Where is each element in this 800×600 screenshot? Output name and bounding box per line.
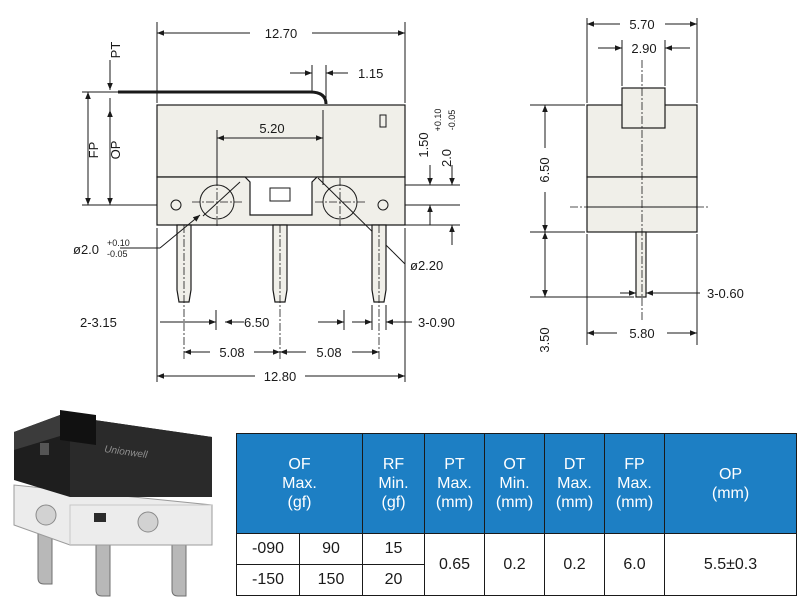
cell-of: 90 — [298, 533, 364, 565]
product-photo: Unionwell — [13, 410, 213, 597]
side-button — [621, 87, 666, 129]
switch-body-upper — [156, 104, 406, 178]
small-hole-right — [377, 199, 389, 211]
side-view: 5.70 2.90 6.50 3.50 3-0.60 5.80 — [530, 17, 744, 353]
side-dim-button-width: 2.90 — [631, 41, 656, 56]
dim-pin-pitch: 2-3.15 — [80, 315, 117, 330]
table-row: -090 90 15 0.65 0.2 0.2 6.0 5.5±0.3 — [236, 533, 798, 596]
dim-pt: PT — [108, 42, 123, 59]
cell-ot: 0.2 — [484, 533, 546, 596]
dim-fp: FP — [86, 142, 101, 159]
table-row: -150 150 20 — [236, 564, 797, 596]
header-fp: FP Max. (mm) — [604, 433, 666, 534]
lever-arm — [118, 90, 328, 105]
header-dt: DT Max. (mm) — [544, 433, 606, 534]
cell-of: 150 — [298, 564, 364, 596]
dim-width-bottom: 12.80 — [264, 369, 297, 384]
header-rf: RF Min. (gf) — [362, 433, 426, 534]
cell-op: 5.5±0.3 — [664, 533, 798, 596]
dim-pin-spacing-right: 5.08 — [316, 345, 341, 360]
actuator-button — [269, 187, 291, 202]
cell-rf: 15 — [362, 533, 426, 565]
side-dim-pin-thickness: 3-0.60 — [707, 286, 744, 301]
cell-model: -150 — [236, 564, 300, 596]
side-dim-width-bottom: 5.80 — [629, 326, 654, 341]
side-slot — [379, 114, 387, 128]
small-hole-left — [170, 199, 182, 211]
header-pt: PT Max. (mm) — [424, 433, 486, 534]
dim-pin-width: 3-0.90 — [418, 315, 455, 330]
dim-lever-offset: 1.15 — [358, 66, 383, 81]
side-dim-pin-length: 3.50 — [537, 327, 552, 352]
spec-table: OF Max. (gf) RF Min. (gf) PT Max. (mm) O… — [235, 433, 798, 596]
dim-width-top: 12.70 — [265, 26, 298, 41]
front-view: 12.70 1.15 PT FP OP 5.20 1.50 2.0 +0.10 — [73, 22, 460, 384]
cell-pt: 0.65 — [424, 533, 486, 596]
terminal-pins — [176, 224, 387, 303]
header-of: OF Max. (gf) — [235, 433, 364, 534]
dim-tol-minus-left: -0.05 — [107, 249, 128, 259]
cell-rf: 20 — [362, 564, 426, 596]
header-op: OP (mm) — [664, 433, 798, 534]
dim-tol-height: 2.0 — [439, 149, 454, 167]
header-ot: OT Min. (mm) — [484, 433, 546, 534]
dim-hole-dia-right: ø2.20 — [410, 258, 443, 273]
dim-tol-plus-right: +0.10 — [433, 109, 443, 132]
cell-dt: 0.2 — [544, 533, 606, 596]
side-pin — [635, 231, 647, 298]
dim-tol-plus-left: +0.10 — [107, 238, 130, 248]
dim-hole-spacing: 5.20 — [259, 121, 284, 136]
cell-model: -090 — [236, 533, 300, 565]
dim-hole-height: 1.50 — [416, 132, 431, 157]
side-dim-width-top: 5.70 — [629, 17, 654, 32]
cell-fp: 6.0 — [604, 533, 666, 596]
dim-pin-spacing-left: 5.08 — [219, 345, 244, 360]
side-dim-body-height: 6.50 — [537, 157, 552, 182]
dim-tol-minus-right: -0.05 — [447, 110, 457, 131]
switch-body-lower — [156, 176, 406, 226]
dim-pin-center: 6.50 — [244, 315, 269, 330]
dim-hole-dia-left: ø2.0 — [73, 242, 99, 257]
dim-op: OP — [108, 141, 123, 160]
